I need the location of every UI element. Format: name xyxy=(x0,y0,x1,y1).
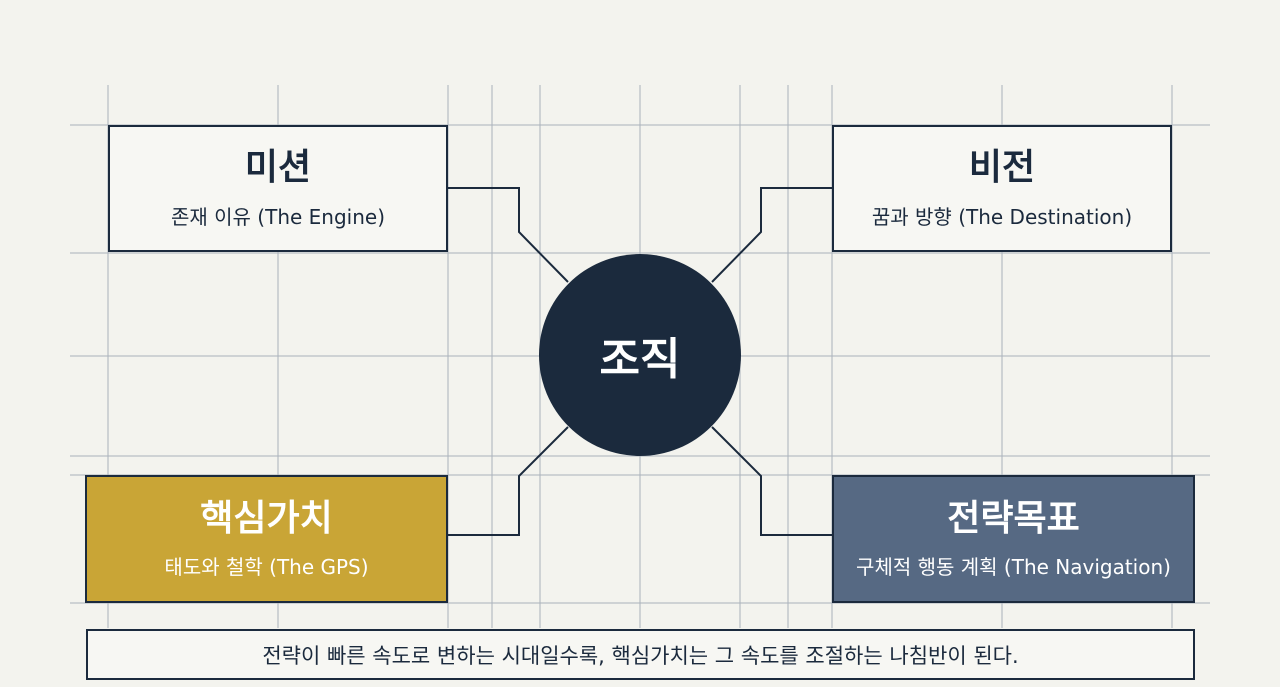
strategy-box: 전략목표 구체적 행동 계획 (The Navigation) xyxy=(832,475,1195,603)
vision-box: 비전 꿈과 방향 (The Destination) xyxy=(832,125,1172,252)
footer-caption: 전략이 빠른 속도로 변하는 시대일수록, 핵심가치는 그 속도를 조절하는 나… xyxy=(262,643,1019,668)
core-values-title: 핵심가치 xyxy=(200,497,333,539)
connector-strategy xyxy=(711,426,832,536)
strategy-title: 전략목표 xyxy=(947,497,1080,539)
core-values-subtitle: 태도와 철학 (The GPS) xyxy=(164,555,369,580)
mission-box: 미션 존재 이유 (The Engine) xyxy=(108,125,448,252)
connector-mission xyxy=(448,187,569,283)
vision-subtitle: 꿈과 방향 (The Destination) xyxy=(871,204,1133,229)
core-values-box: 핵심가치 태도와 철학 (The GPS) xyxy=(85,475,448,603)
connector-core-values xyxy=(448,426,569,536)
footer-caption-box: 전략이 빠른 속도로 변하는 시대일수록, 핵심가치는 그 속도를 조절하는 나… xyxy=(86,629,1195,680)
mission-title: 미션 xyxy=(244,147,312,189)
mission-subtitle: 존재 이유 (The Engine) xyxy=(170,204,386,229)
center-node: 조직 xyxy=(539,254,741,456)
vision-title: 비전 xyxy=(968,147,1036,189)
connector-vision xyxy=(711,187,832,283)
center-label: 조직 xyxy=(599,334,681,385)
strategy-subtitle: 구체적 행동 계획 (The Navigation) xyxy=(856,555,1171,580)
